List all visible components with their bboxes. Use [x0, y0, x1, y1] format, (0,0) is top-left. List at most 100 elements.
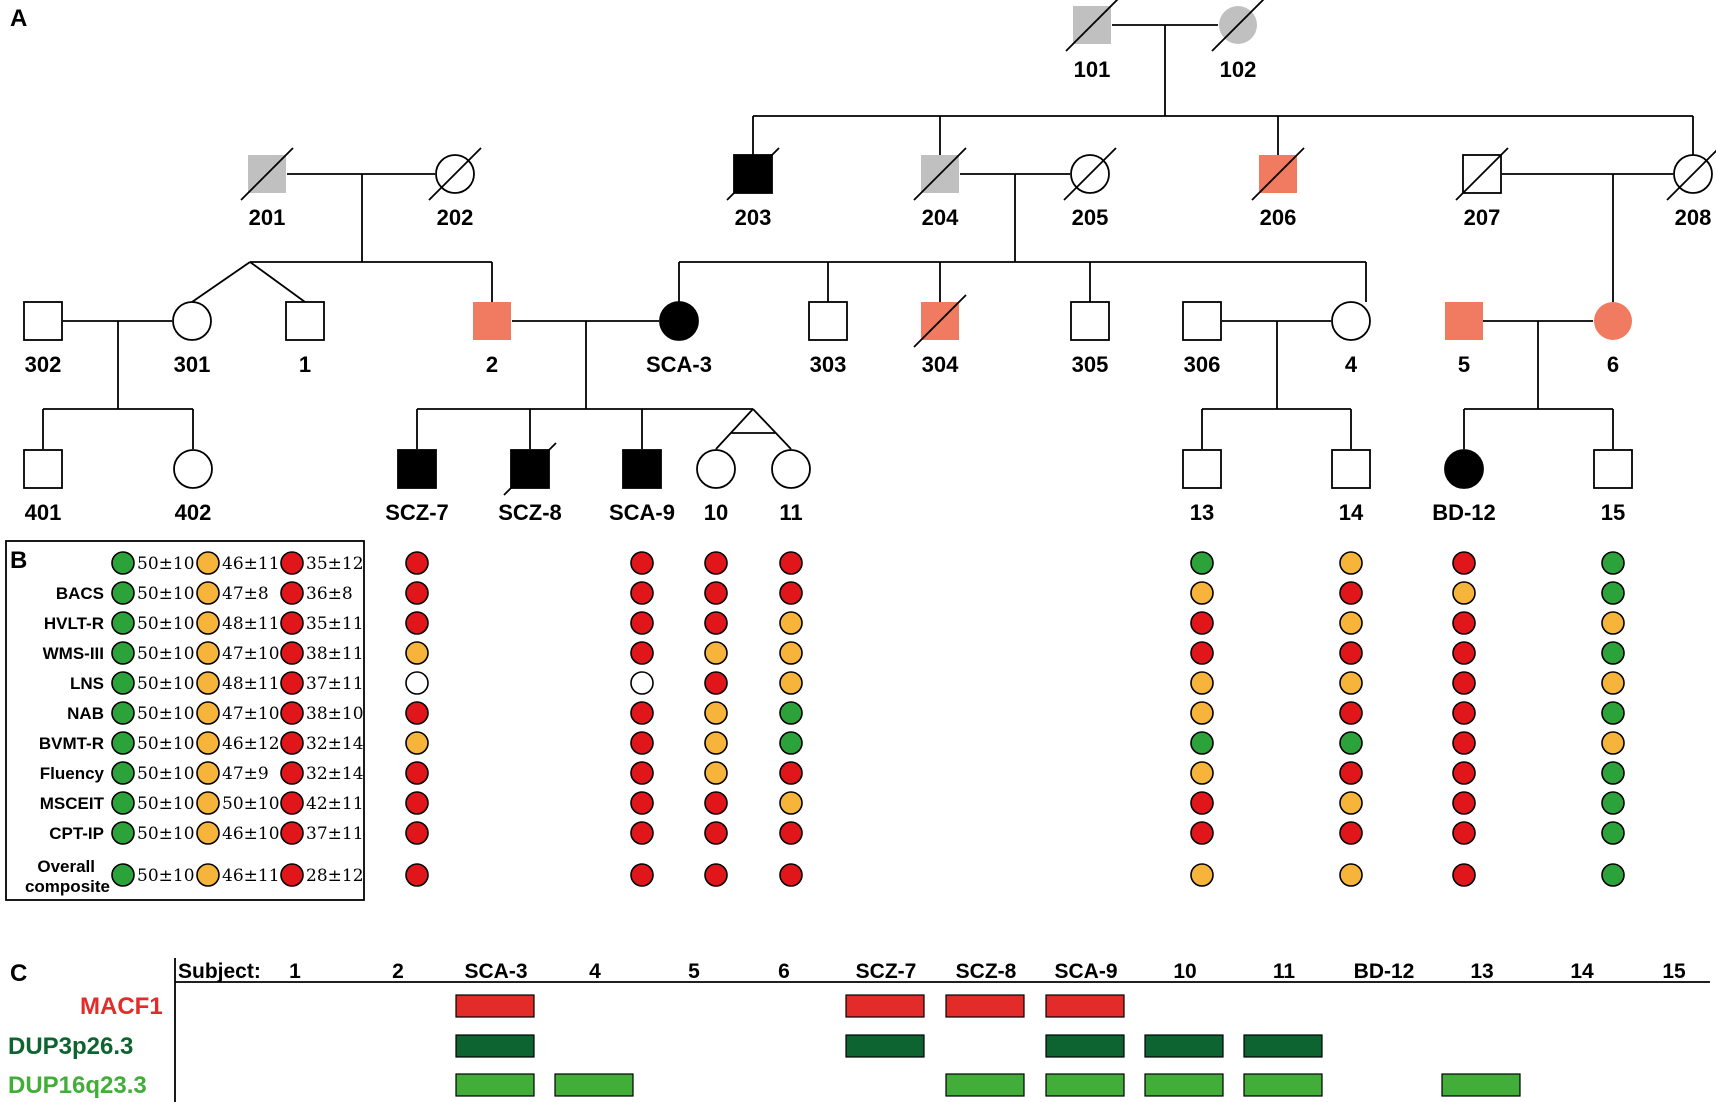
score-dot — [1339, 731, 1363, 755]
score-dot — [1452, 863, 1476, 887]
score-dot — [1190, 791, 1214, 815]
reference-value: 47±10 — [222, 644, 280, 664]
individual-206: 206 — [1251, 147, 1305, 230]
reference-value: 46±12 — [222, 734, 280, 754]
score-dot — [405, 581, 429, 605]
score-dot — [1339, 701, 1363, 725]
reference-value: 50±10 — [137, 794, 195, 814]
reference-dot — [111, 551, 135, 575]
subject-column-bd-12 — [1452, 551, 1476, 887]
individual-11: 11 — [771, 449, 811, 525]
cnv-bar — [455, 994, 535, 1018]
male-symbol — [473, 302, 511, 340]
reference-green: 50±10 — [111, 581, 195, 605]
individual-label: 304 — [922, 352, 959, 377]
male-symbol — [397, 449, 437, 489]
male-symbol — [622, 449, 662, 489]
individual-label: 102 — [1220, 57, 1257, 82]
reference-orange: 46±12 — [196, 731, 280, 755]
reference-orange: 46±11 — [196, 863, 280, 887]
subject-column-scz-7 — [405, 551, 429, 887]
reference-red: 37±11 — [280, 671, 364, 695]
reference-dot — [111, 701, 135, 725]
reference-value: 48±11 — [222, 614, 280, 634]
cognition-panel-frame — [5, 540, 365, 901]
score-dot — [1601, 641, 1625, 665]
individual-label: SCA-3 — [646, 352, 712, 377]
score-dot — [1452, 821, 1476, 845]
deceased-slash — [913, 147, 967, 201]
female-symbol — [1331, 301, 1371, 341]
deceased-slash — [726, 147, 780, 201]
reference-green: 50±10 — [111, 641, 195, 665]
female-symbol — [1594, 302, 1632, 340]
individual-label: SCZ-8 — [498, 500, 562, 525]
reference-value: 50±10 — [137, 734, 195, 754]
reference-value: 50±10 — [137, 674, 195, 694]
score-dot — [1190, 611, 1214, 635]
panel-label-c: C — [10, 960, 27, 987]
reference-dot — [196, 791, 220, 815]
female-symbol — [771, 449, 811, 489]
cnv-subject-6: 6 — [778, 960, 790, 983]
reference-red: 32±14 — [280, 731, 364, 755]
cnv-subject-header: Subject: — [178, 960, 261, 983]
male-symbol — [808, 301, 848, 341]
individual-sca-3: SCA-3 — [646, 301, 712, 377]
score-dot — [405, 791, 429, 815]
individual-label: 13 — [1190, 500, 1214, 525]
deceased-slash — [1063, 147, 1117, 201]
score-dot — [1190, 671, 1214, 695]
score-dot — [1452, 611, 1476, 635]
reference-red: 32±14 — [280, 761, 364, 785]
individual-label: 303 — [810, 352, 847, 377]
score-dot — [779, 791, 803, 815]
reference-red: 36±8 — [280, 581, 353, 605]
reference-dot — [111, 731, 135, 755]
reference-value: 46±10 — [222, 824, 280, 844]
individual-10: 10 — [696, 449, 736, 525]
reference-value: 38±10 — [306, 704, 364, 724]
reference-orange: 47±10 — [196, 701, 280, 725]
score-dot — [1339, 551, 1363, 575]
reference-dot — [196, 701, 220, 725]
reference-dot — [196, 611, 220, 635]
measure-label: Overall composite — [20, 857, 110, 896]
pedigree-lines — [42, 24, 1694, 450]
individual-label: 204 — [922, 205, 959, 230]
individual-304: 304 — [913, 294, 967, 377]
score-dot — [779, 671, 803, 695]
female-symbol — [173, 449, 213, 489]
reference-value: 46±11 — [222, 554, 280, 574]
score-dot — [1601, 863, 1625, 887]
individual-102: 102 — [1211, 0, 1265, 82]
reference-value: 50±10 — [137, 644, 195, 664]
cnv-bar — [845, 1034, 925, 1058]
individual-101: 101 — [1065, 0, 1119, 82]
individual-202: 202 — [428, 147, 482, 230]
individual-label: 201 — [249, 205, 286, 230]
individual-201: 201 — [240, 147, 294, 230]
score-dot — [779, 581, 803, 605]
cnv-subject-14: 14 — [1570, 960, 1594, 983]
reference-red: 37±11 — [280, 821, 364, 845]
reference-dot — [196, 731, 220, 755]
individual-label: 205 — [1072, 205, 1109, 230]
individual-label: 6 — [1607, 352, 1619, 377]
score-dot — [1190, 863, 1214, 887]
cnv-subject-scz-8: SCZ-8 — [956, 960, 1017, 983]
score-dot — [1601, 551, 1625, 575]
score-dot — [1190, 761, 1214, 785]
score-dot — [779, 761, 803, 785]
individual-label: 1 — [299, 352, 311, 377]
score-dot — [405, 641, 429, 665]
cnv-bar — [1045, 994, 1125, 1018]
individual-305: 305 — [1070, 301, 1110, 377]
score-dot — [704, 581, 728, 605]
reference-value: 50±10 — [137, 704, 195, 724]
reference-green: 50±10 — [111, 863, 195, 887]
male-symbol — [1593, 449, 1633, 489]
reference-orange: 48±11 — [196, 671, 280, 695]
deceased-slash — [1065, 0, 1119, 52]
individual-label: 301 — [174, 352, 211, 377]
